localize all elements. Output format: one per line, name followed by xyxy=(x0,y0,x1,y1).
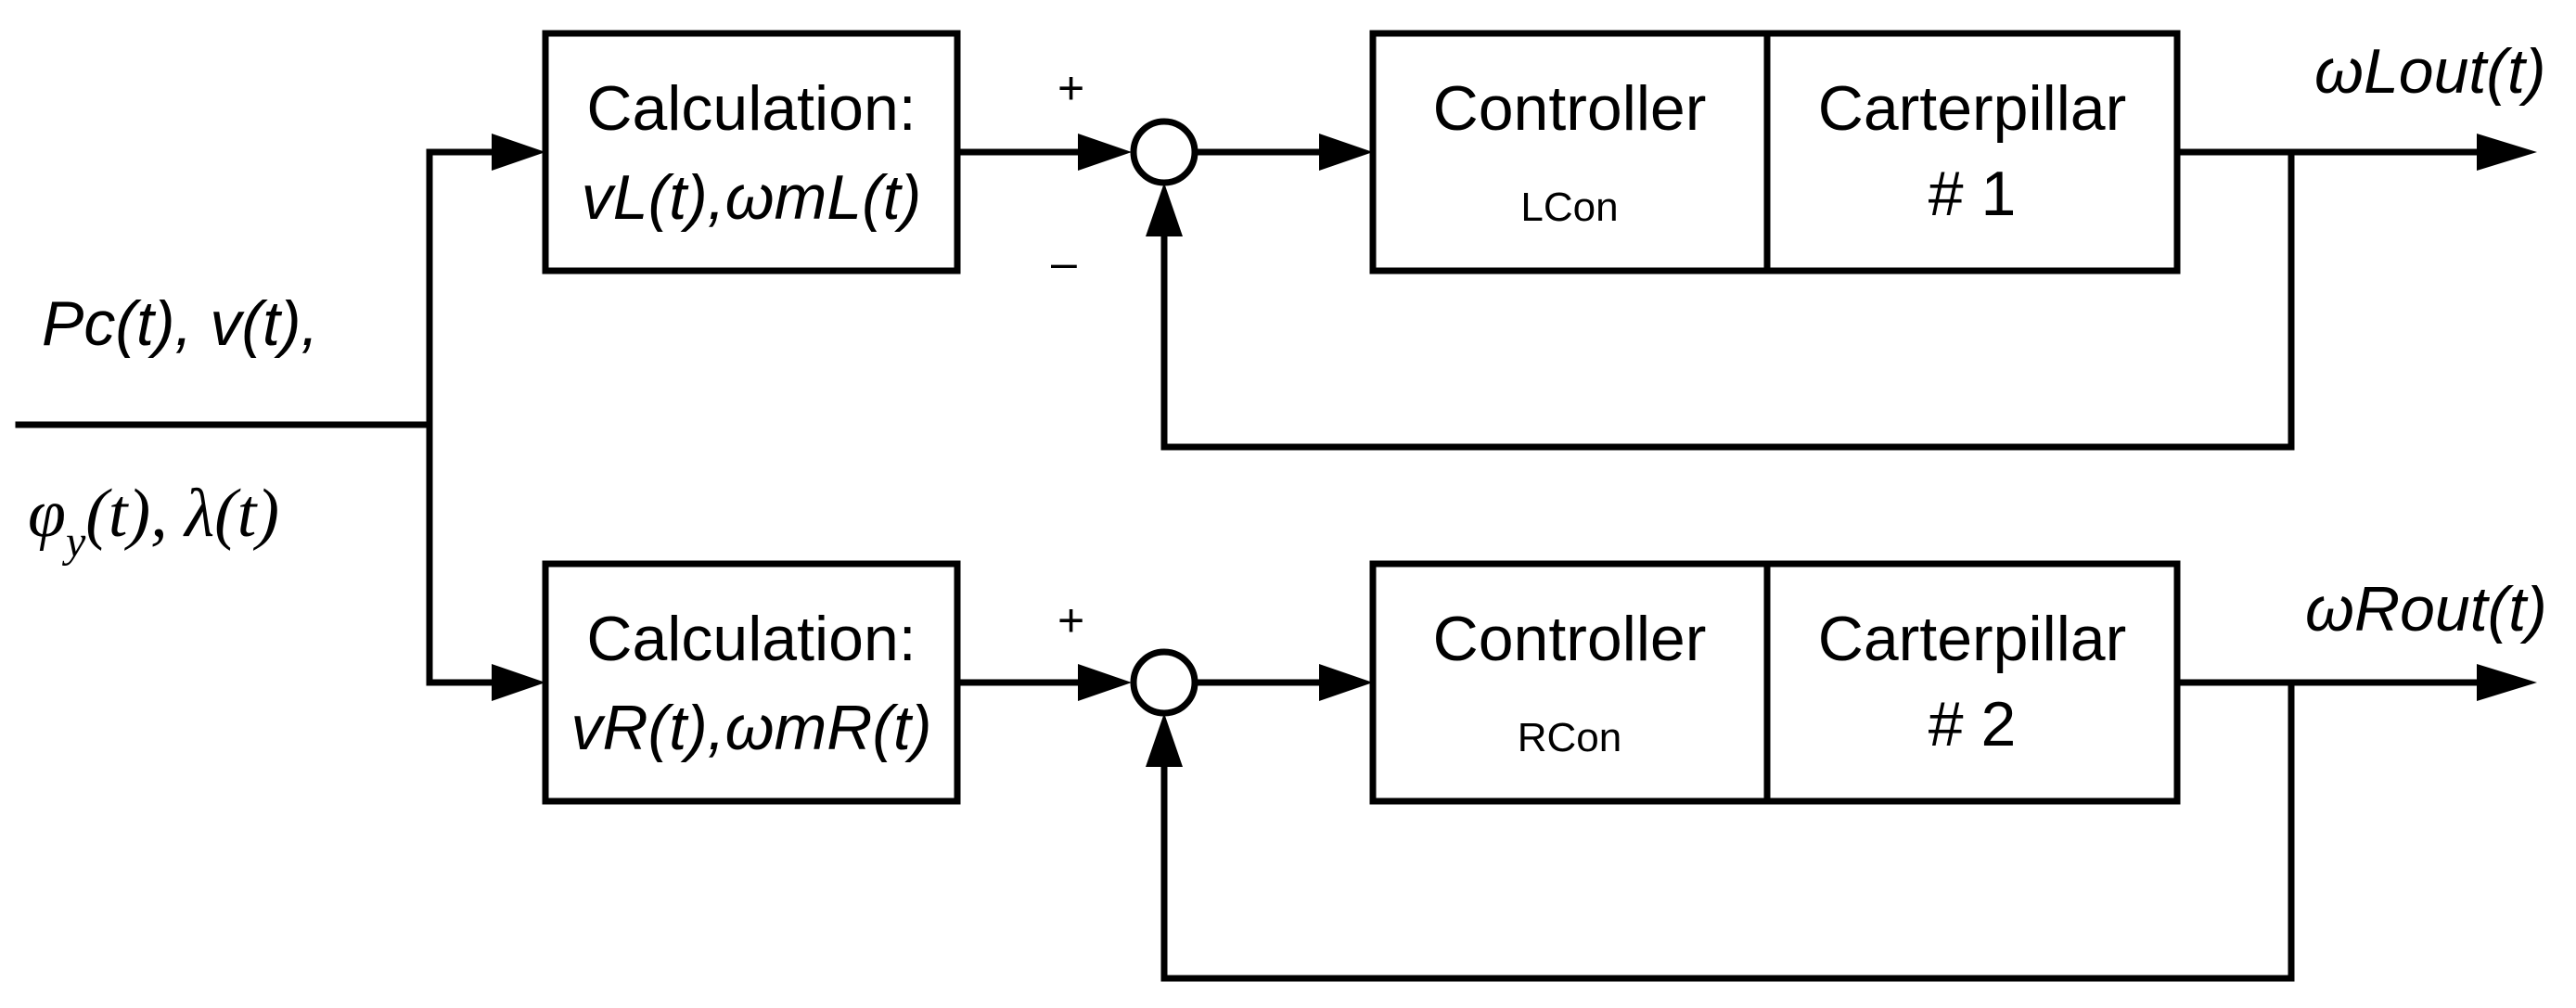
feedback-right-arrow xyxy=(1146,713,1183,767)
plant-left-line2: # 1 xyxy=(1929,159,2017,229)
calc-right-title: Calculation: xyxy=(586,604,916,674)
controller-left-input-arrow xyxy=(1319,134,1373,171)
sum-right-plus-sign: + xyxy=(1057,594,1084,646)
plant-left-line1: Carterpillar xyxy=(1818,73,2127,144)
feedback-right-line xyxy=(1160,679,2295,982)
controller-right-label: Controller xyxy=(1433,604,1707,674)
bottom-feed-arrow xyxy=(492,664,545,701)
output-right-label: ωRout(t) xyxy=(2305,574,2547,644)
controller-block-left xyxy=(1369,30,1771,274)
sum-left-minus-sign: – xyxy=(1051,236,1077,288)
calculation-block-left xyxy=(542,30,961,274)
calculation-block-right xyxy=(542,560,961,805)
output-left-label: ωLout(t) xyxy=(2314,36,2546,107)
controller-block-right xyxy=(1369,560,1771,805)
feedback-left-line xyxy=(1160,148,2295,451)
controller-right-input-arrow xyxy=(1319,664,1373,701)
calc-right-expression: vR(t),ωmR(t) xyxy=(570,693,931,763)
sum-left-input-arrow xyxy=(1078,134,1132,171)
output-left-arrow xyxy=(2477,134,2537,171)
plant-right-line1: Carterpillar xyxy=(1818,604,2127,674)
controller-left-name: LCon xyxy=(1520,185,1618,230)
calc-left-expression: vL(t),ωmL(t) xyxy=(582,162,922,233)
controller-left-label: Controller xyxy=(1433,73,1707,144)
feedback-left-arrow xyxy=(1146,183,1183,236)
sum-right-input-arrow xyxy=(1078,664,1132,701)
sum-left-plus-sign: + xyxy=(1057,62,1084,114)
summing-junction-right xyxy=(1130,648,1198,717)
controller-right-name: RCon xyxy=(1518,715,1622,760)
plant-block-right xyxy=(1763,560,2181,805)
input-label-line1: Pc(t), v(t), xyxy=(42,288,318,359)
output-right-arrow xyxy=(2477,664,2537,701)
input-label-line2: φy(t), λ(t) xyxy=(28,476,279,567)
top-feed-arrow xyxy=(492,134,545,171)
calc-left-title: Calculation: xyxy=(586,73,916,144)
summing-junction-left xyxy=(1130,118,1198,186)
plant-right-line2: # 2 xyxy=(1929,689,2017,759)
plant-block-left xyxy=(1763,30,2181,274)
